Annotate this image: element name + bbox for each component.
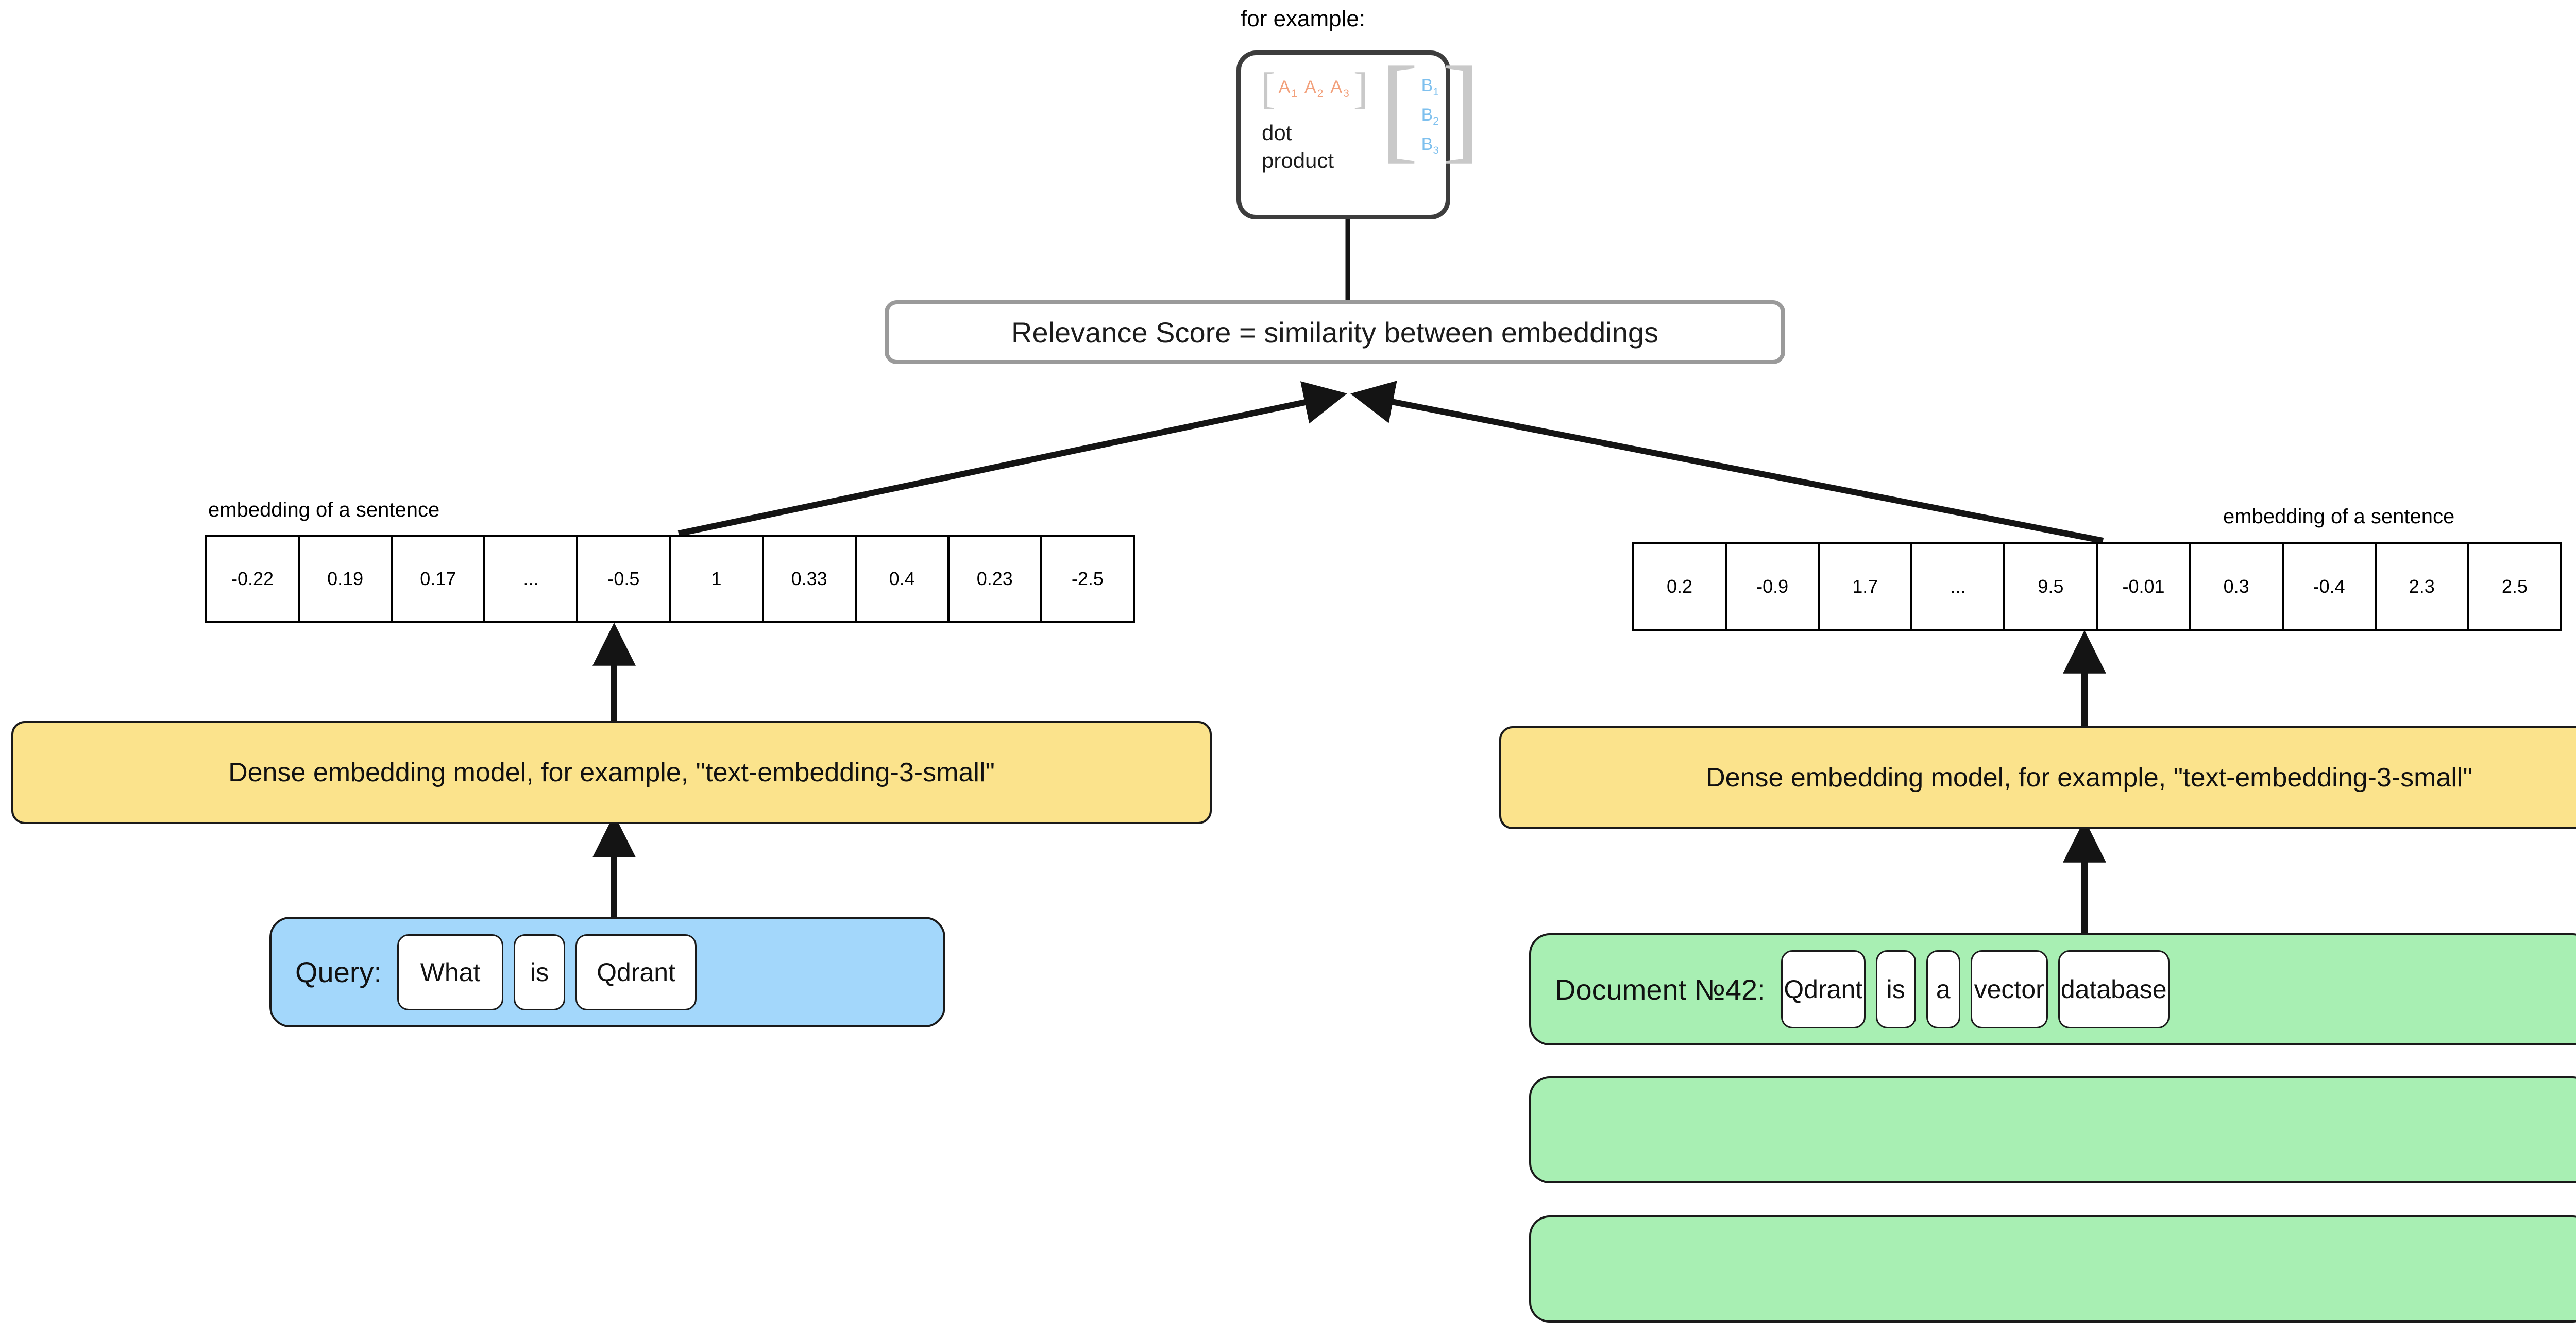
left-embedding-model-box: Dense embedding model, for example, "tex… [11, 721, 1212, 824]
left-embedding-cell: 0.23 [950, 537, 1042, 621]
for-example-caption: for example: [1241, 6, 1366, 31]
dot-product-line2: product [1262, 148, 1334, 173]
query-token[interactable]: is [514, 934, 566, 1010]
edge-right-embedding-to-relevance [1350, 381, 2104, 544]
left-embedding-cell: 1 [671, 537, 764, 621]
bracket-close-b: ] [1441, 42, 1481, 174]
left-embedding-cell: -0.5 [578, 537, 671, 621]
document-token[interactable]: a [1926, 950, 1960, 1028]
relevance-score-box: Relevance Score = similarity between emb… [885, 300, 1785, 364]
left-embedding-cell: -0.22 [207, 537, 300, 621]
edge-left-embedding-to-relevance [677, 381, 1347, 537]
left-embedding-table: -0.22 0.19 0.17 ... -0.5 1 0.33 0.4 0.23… [205, 535, 1135, 623]
left-embedding-cell: 0.33 [764, 537, 857, 621]
right-embedding-cell: -0.4 [2284, 544, 2377, 629]
right-embedding-cell: 2.3 [2377, 544, 2469, 629]
right-embedding-cell: 0.3 [2191, 544, 2284, 629]
bracket-open-b: [ [1379, 42, 1419, 174]
document-token[interactable]: is [1875, 950, 1916, 1028]
left-embedding-caption: embedding of a sentence [208, 499, 440, 521]
dot-product-line1: dot [1262, 121, 1292, 145]
right-embedding-cell: 9.5 [2005, 544, 2098, 629]
query-token[interactable]: What [397, 934, 504, 1010]
vector-a-element-1: A1 [1278, 77, 1299, 99]
query-box: Query: What is Qdrant [269, 917, 945, 1027]
left-embedding-cell: -2.5 [1071, 568, 1104, 589]
right-embedding-cell: -0.9 [1727, 544, 1820, 629]
right-embedding-table: 0.2 -0.9 1.7 ... 9.5 -0.01 0.3 -0.4 2.3 … [1632, 542, 2562, 631]
right-embedding-cell: 0.2 [1634, 544, 1727, 629]
document-placeholder-box [1529, 1076, 2576, 1183]
vector-a-row: [ A1 A2 A3 ] [1261, 63, 1368, 113]
right-embedding-cell: 1.7 [1820, 544, 1913, 629]
right-embedding-model-box: Dense embedding model, for example, "tex… [1499, 726, 2576, 829]
right-embedding-caption: embedding of a sentence [2223, 505, 2455, 528]
right-embedding-cell: -0.01 [2098, 544, 2191, 629]
document-placeholder-box [1529, 1215, 2576, 1323]
vector-a-element-2: A2 [1304, 77, 1325, 99]
vector-a-element-3: A3 [1330, 77, 1350, 99]
query-token[interactable]: Qdrant [575, 934, 697, 1010]
bracket-open-a: [ [1261, 63, 1276, 113]
left-embedding-cell: 0.19 [300, 537, 393, 621]
document-token[interactable]: database [2058, 950, 2170, 1028]
document-token[interactable]: Qdrant [1781, 950, 1866, 1028]
left-embedding-cell: 0.17 [393, 537, 486, 621]
dot-product-label: dot product [1262, 119, 1334, 175]
left-embedding-cell: ... [485, 537, 579, 621]
left-embedding-cell: 0.4 [857, 537, 950, 621]
right-embedding-cell: ... [1912, 544, 2006, 629]
document-box: Document №42: Qdrant is a vector databas… [1529, 933, 2576, 1045]
document-token[interactable]: vector [1970, 950, 2048, 1028]
document-label: Document №42: [1555, 973, 1766, 1006]
right-embedding-cell: 2.5 [2501, 576, 2528, 597]
query-label: Query: [295, 956, 382, 988]
bracket-close-a: ] [1353, 63, 1368, 113]
